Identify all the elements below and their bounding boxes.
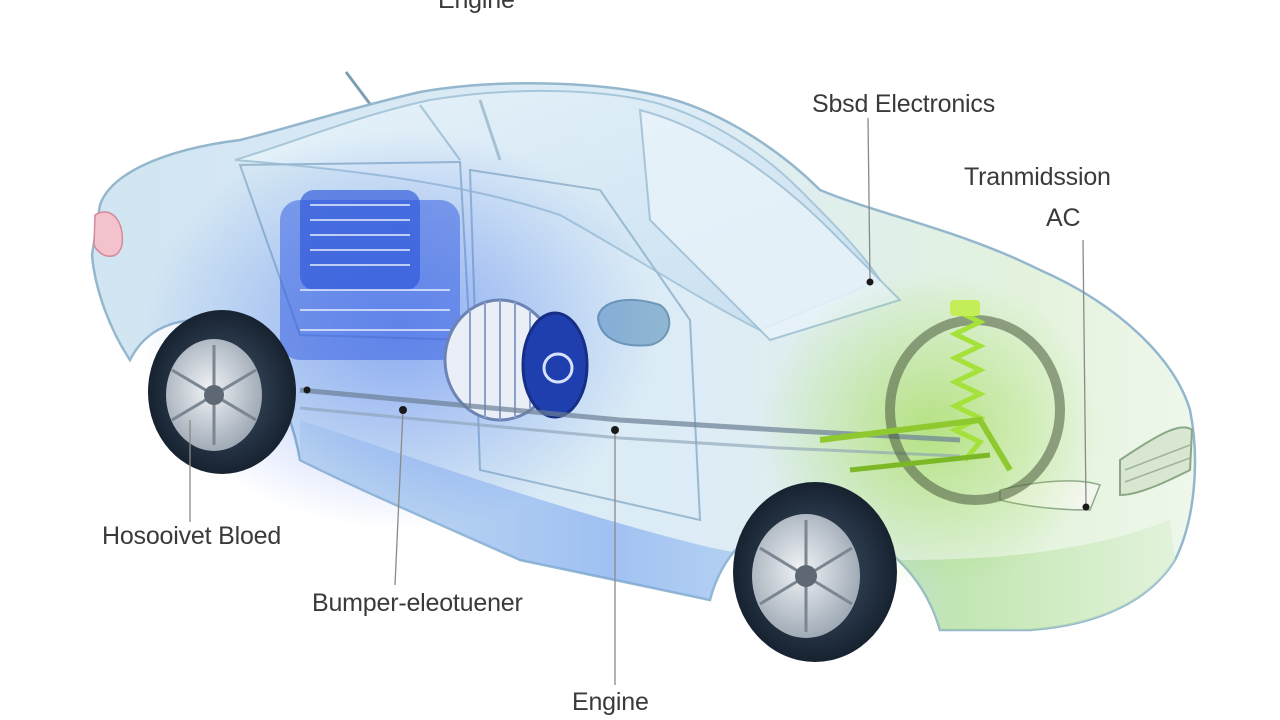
label-hood-bleed: Hosooivet Bloed bbox=[102, 522, 282, 550]
label-bumper: Bumper-eleotuener bbox=[312, 589, 523, 617]
suspension-spring-icon bbox=[819, 300, 1065, 505]
label-engine-top: Engine bbox=[438, 0, 515, 14]
rear-wheel-icon bbox=[148, 310, 296, 474]
label-transmission: Tranmidssion bbox=[964, 163, 1111, 191]
antenna bbox=[344, 71, 372, 105]
windshield bbox=[638, 108, 902, 342]
front-grille bbox=[1119, 426, 1194, 497]
leader-dots bbox=[303, 278, 1090, 511]
tail-light bbox=[93, 211, 124, 257]
label-sbsd-electronics: Sbsd Electronics bbox=[812, 90, 995, 118]
label-ac: AC bbox=[1046, 204, 1081, 232]
label-engine-bottom: Engine bbox=[572, 688, 649, 716]
engine-block-icon bbox=[280, 190, 460, 360]
leader-lines bbox=[189, 117, 1087, 685]
front-wheel-icon bbox=[733, 482, 897, 662]
electric-motor-icon bbox=[443, 298, 589, 422]
